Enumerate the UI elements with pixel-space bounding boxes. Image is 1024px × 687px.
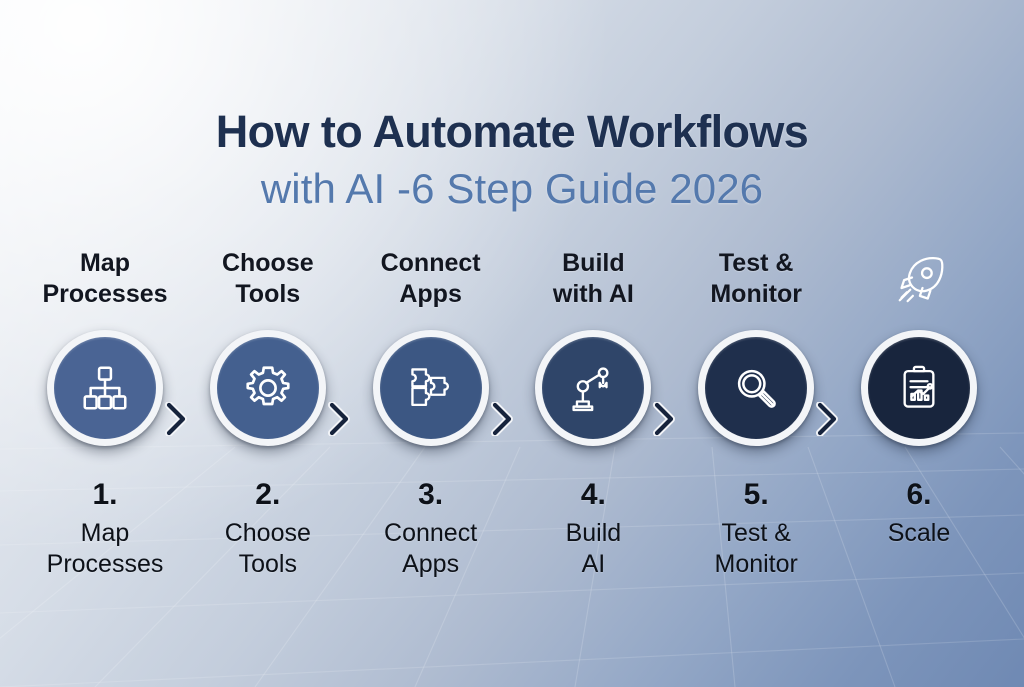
step-4-circle-wrap[interactable] bbox=[535, 330, 676, 446]
chevron-right-icon-3 bbox=[490, 402, 513, 436]
step-6-number: 6. bbox=[906, 478, 932, 511]
step-1-name: Map Processes bbox=[46, 519, 164, 578]
step-1-bottom: 1. Map Processes bbox=[47, 480, 164, 579]
step-2-circle[interactable] bbox=[209, 330, 326, 446]
step-2-top-label: Choose Tools bbox=[221, 249, 314, 308]
clipboard-chart-icon bbox=[903, 365, 935, 408]
step-1-top-label: Map Processes bbox=[42, 249, 168, 308]
title-main: How to Automate Workflows bbox=[215, 106, 809, 157]
step-4-name: Build AI bbox=[565, 519, 622, 578]
chevron-right-icon-5 bbox=[816, 402, 839, 436]
robot-arm-icon bbox=[572, 367, 609, 412]
step-3[interactable]: Connect Apps 3. bbox=[356, 248, 513, 579]
chevron-right-icon-4 bbox=[653, 402, 676, 436]
puzzle-icon bbox=[410, 368, 449, 407]
step-3-number: 3. bbox=[418, 478, 444, 511]
magnifier-icon bbox=[738, 369, 777, 408]
step-2-name: Choose Tools bbox=[224, 519, 311, 578]
step-2-number: 2. bbox=[255, 478, 281, 511]
step-5-circle[interactable] bbox=[698, 330, 815, 446]
step-3-circle[interactable] bbox=[372, 330, 489, 446]
chevron-right-icon-2 bbox=[327, 402, 350, 436]
step-3-bottom: 3. Connect Apps bbox=[384, 480, 477, 579]
step-6-circle-wrap[interactable] bbox=[860, 330, 977, 446]
step-3-name: Connect Apps bbox=[384, 519, 478, 578]
step-6-bottom: 6. Scale bbox=[888, 480, 951, 549]
step-2[interactable]: Choose Tools 2. Choose Tool bbox=[193, 248, 350, 579]
step-5-top-label: Test & Monitor bbox=[710, 249, 802, 308]
step-5-circle-wrap[interactable] bbox=[698, 330, 839, 446]
step-6-name: Scale bbox=[887, 519, 951, 547]
step-1-circle[interactable] bbox=[47, 330, 163, 446]
step-2-bottom: 2. Choose Tools bbox=[225, 480, 311, 579]
step-1-circle-wrap[interactable] bbox=[47, 330, 187, 446]
steps-row: Map Processes bbox=[30, 248, 994, 598]
step-5-name: Test & Monitor bbox=[714, 519, 798, 578]
headline: How to Automate Workflows with AI -6 Ste… bbox=[0, 106, 1024, 212]
step-4[interactable]: Build with AI bbox=[518, 248, 676, 579]
step-5-number: 5. bbox=[743, 478, 769, 511]
gear-icon bbox=[246, 366, 290, 406]
step-3-top-label: Connect Apps bbox=[380, 249, 481, 308]
org-chart-icon bbox=[83, 366, 127, 410]
step-4-circle[interactable] bbox=[535, 330, 652, 446]
step-1-number: 1. bbox=[92, 478, 118, 511]
chevron-right-icon-1 bbox=[165, 402, 187, 436]
rocket-icon bbox=[898, 257, 944, 303]
step-6-circle[interactable] bbox=[860, 330, 977, 446]
step-1[interactable]: Map Processes bbox=[30, 248, 187, 579]
title-subtitle: with AI -6 Step Guide 2026 bbox=[260, 164, 764, 212]
step-4-bottom: 4. Build AI bbox=[566, 480, 622, 579]
step-5-bottom: 5. Test & Monitor bbox=[715, 480, 798, 579]
step-6-top-rocket bbox=[891, 248, 947, 314]
step-4-top-label: Build with AI bbox=[552, 249, 634, 308]
step-4-number: 4. bbox=[580, 478, 606, 511]
step-3-circle-wrap[interactable] bbox=[372, 330, 513, 446]
step-2-circle-wrap[interactable] bbox=[209, 330, 350, 446]
step-5[interactable]: Test & Monitor bbox=[681, 248, 839, 579]
step-6[interactable]: 6. Scale bbox=[844, 248, 994, 549]
